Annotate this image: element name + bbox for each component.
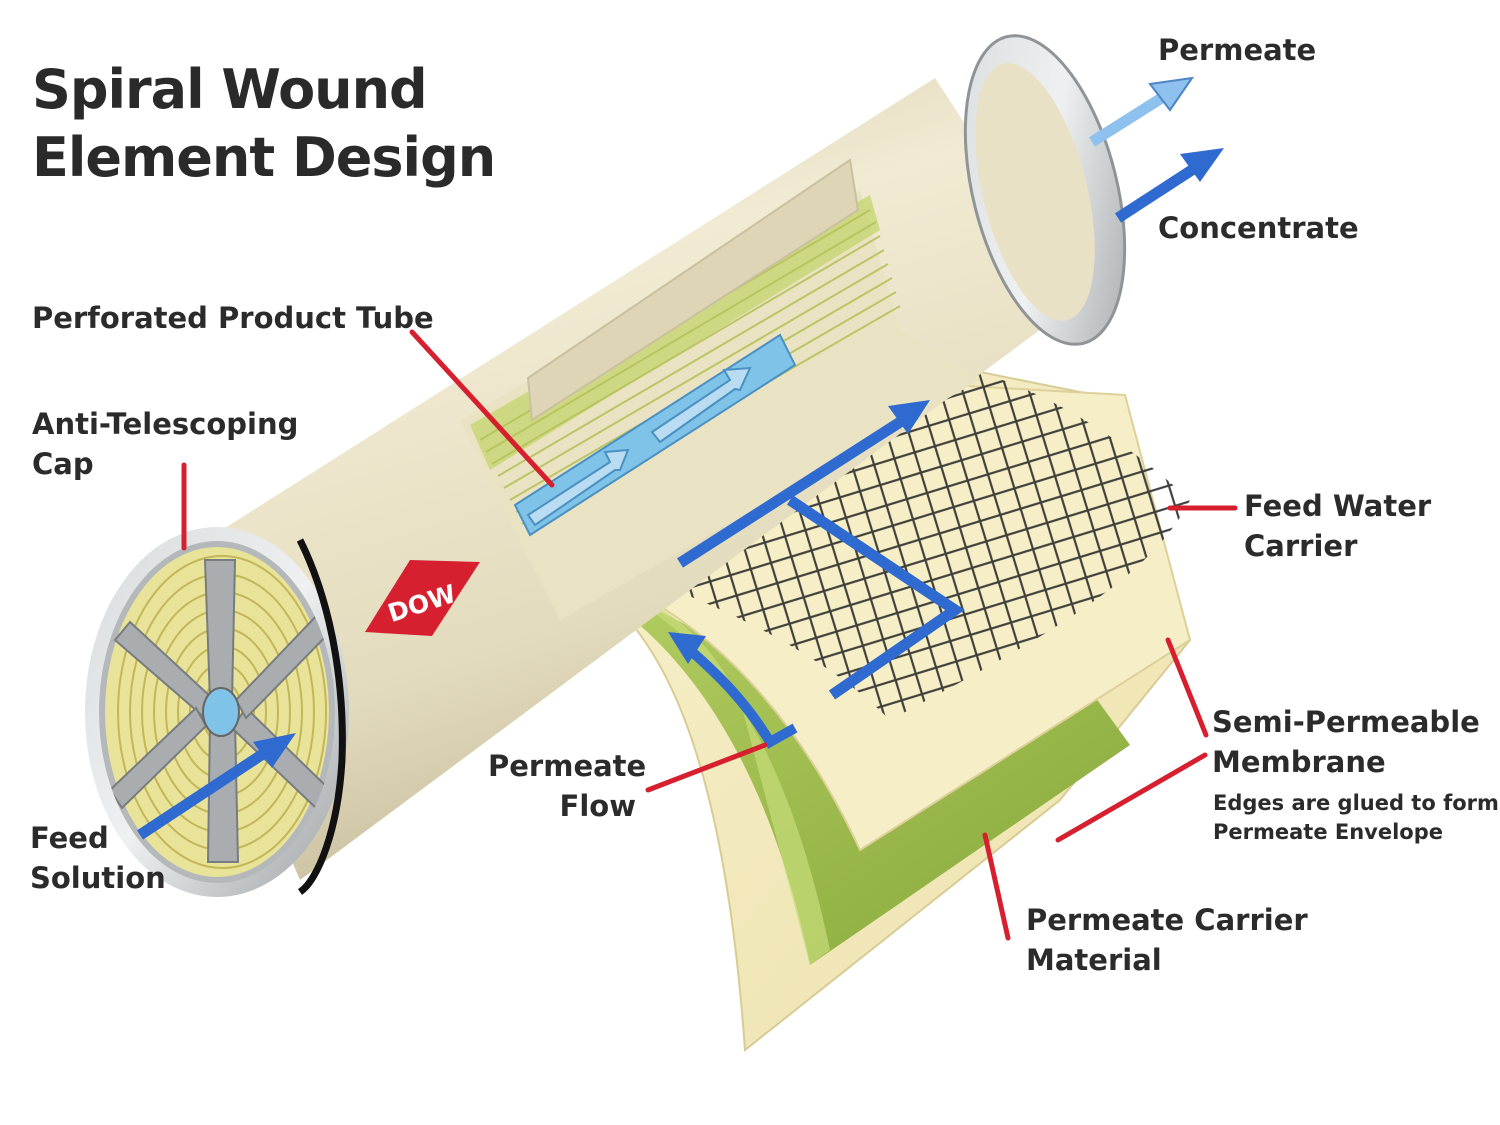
label-anti-telescoping-line-1: Anti-Telescoping — [32, 407, 299, 441]
leader-permeate-carrier-material — [982, 832, 1011, 941]
leader-membrane-note — [1055, 752, 1208, 843]
label-membrane-line-1: Semi-Permeable — [1212, 705, 1480, 739]
title-line-1: Spiral Wound — [32, 58, 428, 121]
permeate-carrier-sheet — [552, 570, 1130, 965]
label-membrane-note: Edges are glued to form Permeate Envelop… — [1213, 789, 1499, 847]
label-membrane-note-line-1: Edges are glued to form — [1213, 791, 1499, 815]
label-feed-solution-line-1: Feed — [30, 821, 109, 855]
title-line-2: Element Design — [32, 126, 496, 189]
label-anti-telescoping-line-2: Cap — [32, 447, 94, 481]
label-anti-telescoping-cap: Anti-Telescoping Cap — [32, 404, 298, 484]
label-membrane-note-line-2: Permeate Envelope — [1213, 820, 1444, 844]
leader-lines — [181, 329, 1238, 941]
feed-water-carrier-mesh — [540, 355, 1190, 720]
label-permeate-text: Permeate — [1158, 33, 1317, 67]
leader-semi-permeable-membrane — [1165, 637, 1209, 738]
permeate-flow-arrow — [668, 632, 798, 749]
label-concentrate-text: Concentrate — [1158, 211, 1359, 245]
leader-permeate-flow — [645, 742, 768, 793]
feed-water-flow-arrow — [677, 400, 965, 700]
concentrate-out-arrow — [1115, 148, 1224, 223]
label-semi-permeable-membrane: Semi-Permeable Membrane — [1212, 702, 1480, 782]
permeate-out-arrow — [1089, 76, 1195, 147]
label-concentrate: Concentrate — [1158, 208, 1359, 248]
label-feed-solution-line-2: Solution — [30, 861, 166, 895]
page-title: Spiral Wound Element Design — [32, 56, 496, 192]
label-permeate-carrier-line-2: Material — [1026, 943, 1162, 977]
label-permeate-flow: Permeate Flow — [488, 746, 647, 826]
label-permeate: Permeate — [1158, 30, 1316, 70]
label-feed-water-line-1: Feed Water — [1244, 489, 1432, 523]
product-tube-arrows — [526, 366, 752, 527]
label-perforated-product-tube-text: Perforated Product Tube — [32, 301, 434, 335]
label-permeate-carrier-material: Permeate Carrier Material — [1026, 900, 1308, 980]
label-feed-water-line-2: Carrier — [1244, 529, 1358, 563]
label-perforated-product-tube: Perforated Product Tube — [32, 298, 434, 338]
label-feed-water-carrier: Feed Water Carrier — [1244, 486, 1431, 566]
label-permeate-carrier-line-1: Permeate Carrier — [1026, 903, 1308, 937]
label-membrane-line-2: Membrane — [1212, 745, 1386, 779]
feed-solution-arrow — [136, 733, 296, 840]
leader-perforated-product-tube — [409, 329, 555, 488]
label-feed-solution: Feed Solution — [30, 818, 166, 898]
label-permeate-flow-line-2: Flow — [559, 789, 636, 823]
label-permeate-flow-line-1: Permeate — [488, 749, 647, 783]
